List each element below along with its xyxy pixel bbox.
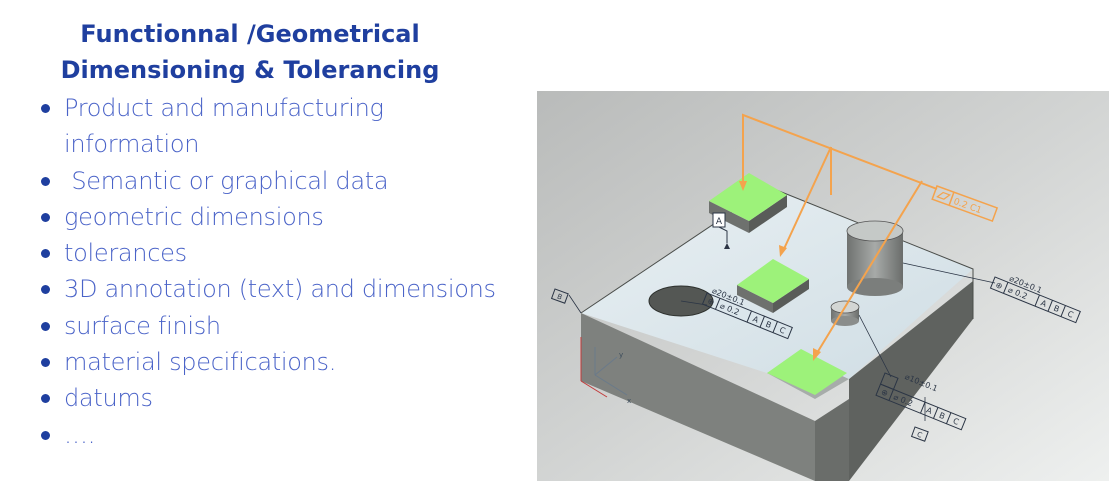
green-pad-2-top bbox=[737, 259, 809, 303]
bullet-dot-icon bbox=[41, 104, 50, 113]
bullet-dot-icon bbox=[41, 285, 50, 295]
small-boss-leader bbox=[858, 314, 892, 378]
svg-text:y: y bbox=[619, 351, 623, 359]
svg-text:B: B bbox=[938, 411, 946, 421]
green-pad-2-side bbox=[737, 285, 773, 313]
bullet-list: Product and manufacturing information Se… bbox=[40, 90, 500, 453]
bullet-item: 3D annotation (text) and dimensions bbox=[40, 271, 500, 307]
gdt-model-figure: 0.2 C1 A B C ⌀20±0.1 ⊕ ⌀ 0.2 bbox=[537, 91, 1109, 481]
gdt-model-svg: 0.2 C1 A B C ⌀20±0.1 ⊕ ⌀ 0.2 bbox=[537, 91, 1109, 481]
block-front-face bbox=[815, 399, 849, 481]
bullet-item: …. bbox=[40, 417, 500, 453]
datum-a-triangle bbox=[724, 243, 730, 249]
svg-text:B: B bbox=[764, 320, 772, 330]
bullet-dot-icon bbox=[41, 212, 50, 222]
block-right-face bbox=[849, 281, 973, 481]
svg-text:x: x bbox=[627, 397, 631, 405]
bullet-item: surface finish bbox=[40, 308, 500, 344]
orange-arrowhead-1 bbox=[739, 181, 747, 191]
bullet-dot-icon bbox=[41, 430, 50, 440]
coordinate-axes-icon: y x bbox=[580, 337, 631, 405]
svg-text:B: B bbox=[556, 292, 563, 301]
block-left-face bbox=[581, 313, 815, 481]
svg-text:C: C bbox=[916, 430, 923, 439]
datum-b-leader bbox=[568, 294, 582, 314]
green-pad-1-front bbox=[749, 195, 787, 233]
svg-text:⊕: ⊕ bbox=[706, 296, 716, 307]
green-step-face bbox=[767, 349, 847, 395]
svg-text:C: C bbox=[778, 325, 787, 336]
svg-text:A: A bbox=[1039, 298, 1048, 309]
bullet-dot-icon bbox=[41, 176, 50, 186]
bullet-item: geometric dimensions bbox=[40, 199, 500, 235]
orange-bracket bbox=[742, 113, 938, 190]
svg-text:A: A bbox=[751, 314, 760, 325]
title-line-1: Functionnal /Geometrical bbox=[80, 20, 420, 48]
svg-text:B: B bbox=[1052, 304, 1060, 314]
green-pad-2-front bbox=[773, 279, 809, 313]
datum-b-tag: B bbox=[550, 288, 569, 304]
bullet-item: Product and manufacturing information bbox=[40, 90, 500, 163]
bullet-dot-icon bbox=[41, 321, 50, 331]
green-pad-1-top bbox=[709, 173, 787, 221]
bullet-dot-icon bbox=[41, 249, 50, 259]
orange-arrowhead-2 bbox=[779, 245, 787, 257]
bullet-item: datums bbox=[40, 380, 500, 416]
bullet-item: tolerances bbox=[40, 235, 500, 271]
green-pad-1-side bbox=[709, 201, 749, 233]
boss-leader bbox=[902, 262, 996, 284]
datum-a-leader bbox=[718, 226, 728, 243]
bullet-dot-icon bbox=[41, 358, 50, 368]
orange-leader-2 bbox=[782, 146, 832, 252]
orange-leader-3 bbox=[816, 180, 923, 354]
svg-text:⊕: ⊕ bbox=[880, 387, 890, 398]
datum-a-label: A bbox=[716, 217, 723, 227]
slide-title: Functionnal /Geometrical Dimensioning & … bbox=[20, 16, 480, 88]
bullet-dot-icon bbox=[41, 394, 50, 404]
svg-text:⊕: ⊕ bbox=[994, 280, 1004, 291]
bullet-item: material specifications. bbox=[40, 344, 500, 380]
datum-c-tag: C bbox=[910, 426, 929, 442]
svg-text:A: A bbox=[925, 406, 934, 417]
svg-text:C: C bbox=[952, 416, 961, 427]
svg-text:C: C bbox=[1066, 309, 1075, 320]
title-line-2: Dimensioning & Tolerancing bbox=[60, 56, 440, 84]
orange-leader-group bbox=[742, 113, 938, 354]
orange-arrowhead-3 bbox=[813, 348, 821, 361]
bullet-item: Semantic or graphical data bbox=[40, 163, 500, 199]
cylinder-boss-bottom bbox=[847, 278, 903, 296]
